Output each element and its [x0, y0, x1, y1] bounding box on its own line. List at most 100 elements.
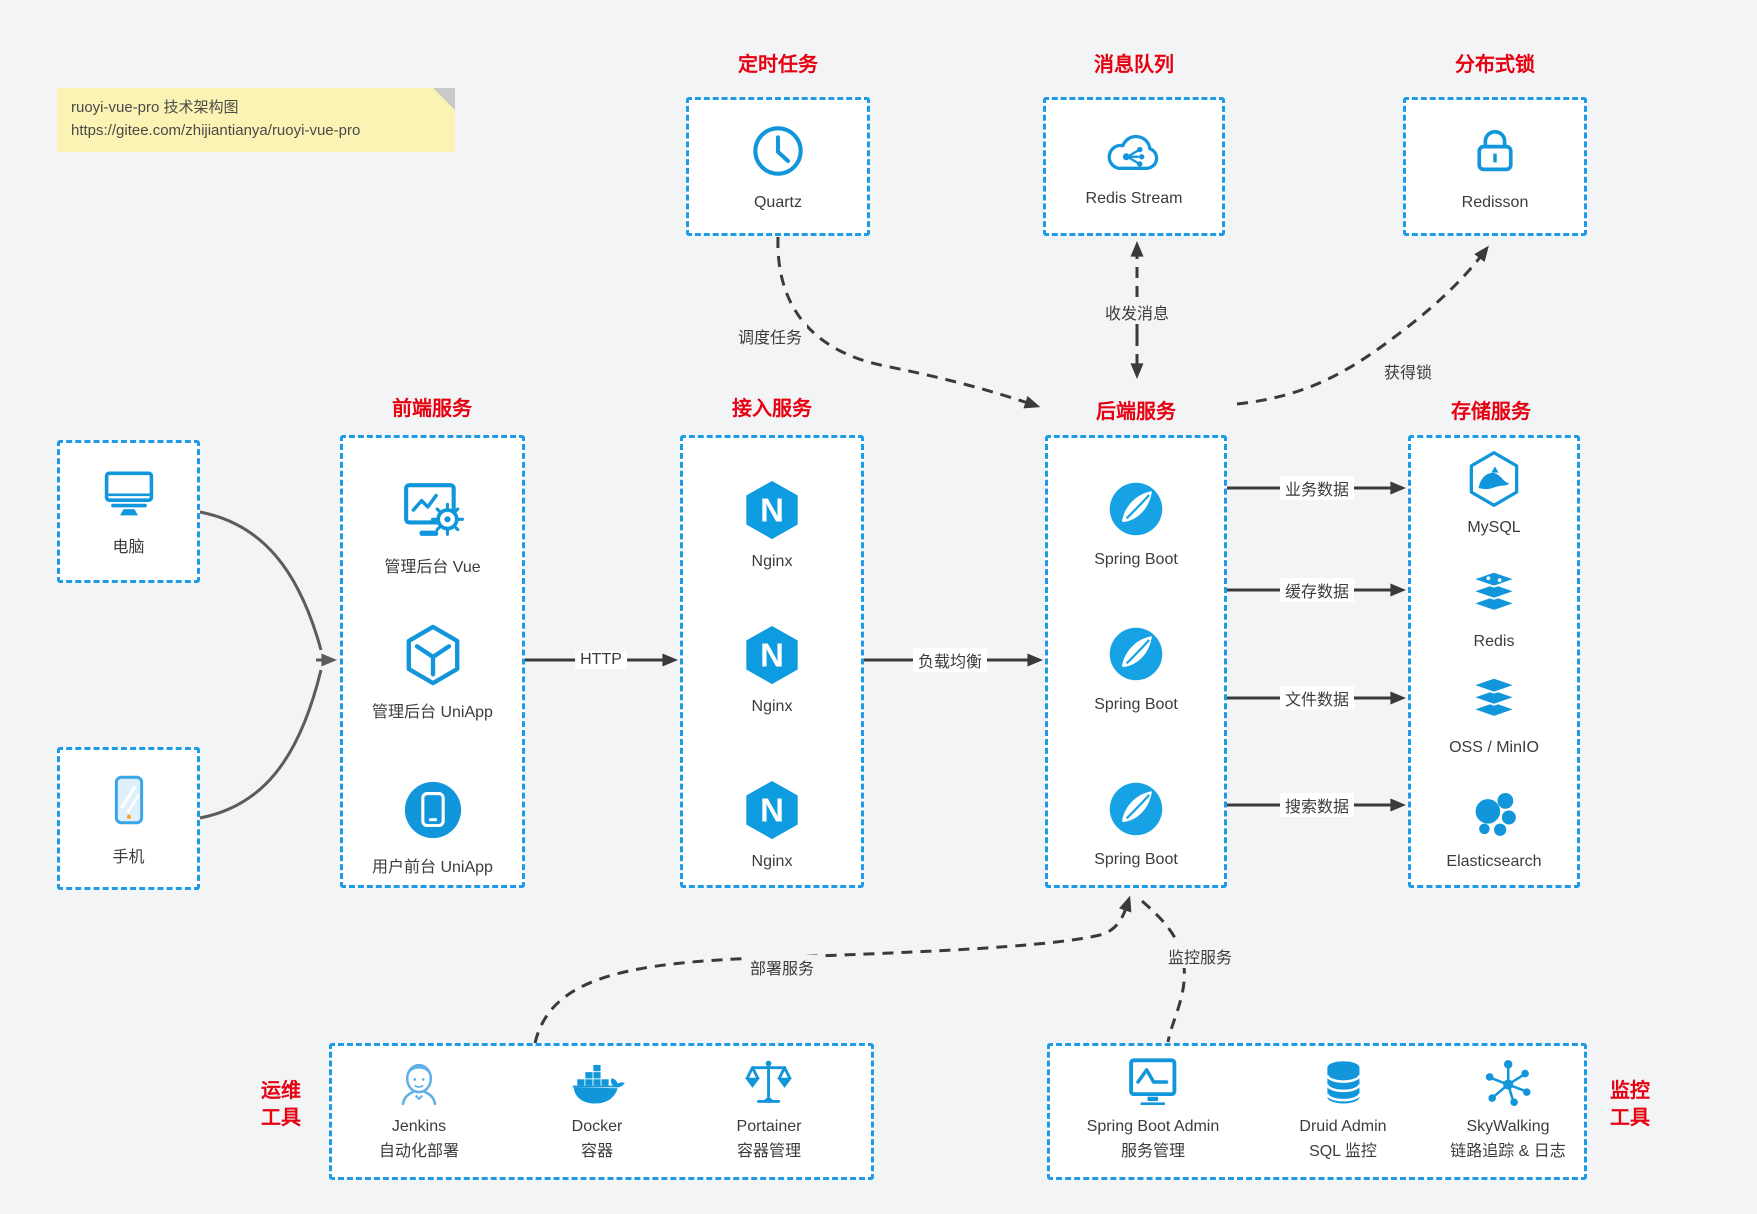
- backend-item-label: Spring Boot: [1094, 551, 1178, 568]
- access-item-nginx-1: N Nginx: [683, 478, 861, 571]
- sticky-note: ruoyi-vue-pro 技术架构图 https://gitee.com/zh…: [57, 88, 455, 152]
- ops-item-desc: 自动化部署: [378, 1143, 460, 1160]
- desktop-icon: [100, 467, 158, 524]
- storage-item-mysql: MySQL: [1411, 450, 1577, 537]
- monitor-item-sba: Spring Boot Admin 服务管理: [1086, 1056, 1220, 1163]
- edge-label-cache-data: 缓存数据: [1279, 578, 1355, 602]
- redis-stack-icon: [1464, 568, 1524, 627]
- arrow-monitor-service: [1141, 899, 1186, 1043]
- backend-item-springboot-2: Spring Boot: [1048, 623, 1224, 714]
- frontend-item-label: 用户前台 UniApp: [372, 859, 493, 876]
- access-box: N Nginx N Nginx N Nginx: [680, 435, 864, 888]
- monitor-title-line1: 监控: [1610, 1080, 1650, 1102]
- quartz-label: Quartz: [753, 193, 802, 211]
- pulse-screen-icon: [1125, 1056, 1181, 1113]
- edge-label-biz-data: 业务数据: [1279, 476, 1355, 500]
- storage-item-label: MySQL: [1467, 519, 1521, 536]
- edge-label-http: HTTP: [575, 651, 627, 669]
- admin-screen-gear-icon: [402, 478, 464, 547]
- ops-title-line1: 运维: [261, 1080, 301, 1102]
- backend-box: Spring Boot Spring Boot Spring Boot: [1045, 435, 1227, 888]
- cloud-share-icon: [1103, 126, 1165, 181]
- ops-item-jenkins: Jenkins 自动化部署: [379, 1056, 459, 1163]
- phone-label: 手机: [112, 848, 145, 866]
- monitor-item-desc: SQL 监控: [1309, 1143, 1377, 1160]
- frontend-item-admin-uniapp: 管理后台 UniApp: [343, 623, 522, 722]
- arrow-deploy-service: [533, 895, 1132, 1044]
- access-item-label: Nginx: [751, 698, 793, 715]
- storage-item-label: Redis: [1473, 633, 1515, 650]
- monitor-item-desc: 链路追踪 & 日志: [1450, 1143, 1566, 1160]
- group-title-backend: 后端服务: [1096, 401, 1176, 423]
- group-title-scheduler: 定时任务: [738, 54, 818, 76]
- padlock-icon: [1467, 122, 1523, 185]
- note-title: ruoyi-vue-pro 技术架构图: [71, 99, 239, 116]
- spring-leaf-icon: [1106, 478, 1166, 545]
- monitor-item-name: Spring Boot Admin: [1086, 1118, 1220, 1135]
- ops-item-desc: 容器: [580, 1143, 613, 1160]
- frontend-item-user-uniapp: 用户前台 UniApp: [343, 778, 522, 877]
- oss-stack-icon: [1464, 674, 1524, 733]
- group-title-access: 接入服务: [732, 398, 812, 420]
- edge-label-message: 收发消息: [1099, 300, 1175, 324]
- storage-item-label: Elasticsearch: [1446, 853, 1542, 870]
- ops-title-line2: 工具: [261, 1107, 301, 1129]
- note-fold-corner: [433, 88, 455, 110]
- note-url: https://gitee.com/zhijiantianya/ruoyi-vu…: [71, 122, 361, 140]
- database-cylinder-icon: [1316, 1056, 1370, 1113]
- redis-stream-label: Redis Stream: [1085, 189, 1183, 207]
- ops-item-portainer: Portainer 容器管理: [736, 1056, 802, 1163]
- frontend-box: 管理后台 Vue 管理后台 UniApp 用户前台 UniApp: [340, 435, 525, 888]
- group-title-storage: 存储服务: [1451, 401, 1531, 423]
- backend-item-springboot-1: Spring Boot: [1048, 478, 1224, 569]
- pc-box: 电脑: [57, 440, 200, 583]
- clock-icon: [749, 122, 807, 185]
- nginx-hexagon-icon: N: [741, 623, 803, 692]
- monitor-item-desc: 服务管理: [1120, 1143, 1185, 1160]
- ops-item-name: Portainer: [736, 1118, 802, 1135]
- docker-whale-icon: [568, 1056, 626, 1113]
- arrow-schedule-task: [776, 236, 1041, 409]
- edge-label-monitor-service: 监控服务: [1162, 944, 1238, 968]
- access-item-label: Nginx: [751, 853, 793, 870]
- access-item-label: Nginx: [751, 553, 793, 570]
- ops-item-name: Jenkins: [391, 1118, 447, 1135]
- ops-item-docker: Docker 容器: [568, 1056, 626, 1163]
- ops-item-name: Docker: [571, 1118, 623, 1135]
- frontend-item-label: 管理后台 UniApp: [372, 704, 493, 721]
- access-item-nginx-3: N Nginx: [683, 778, 861, 871]
- phone-circle-icon: [402, 778, 464, 847]
- arrow-pc-to-frontend: [199, 510, 323, 651]
- arrow-get-lock: [1236, 245, 1489, 406]
- ops-box: Jenkins 自动化部署 Docker 容器: [329, 1043, 874, 1180]
- frontend-item-admin-vue: 管理后台 Vue: [343, 478, 522, 577]
- frontend-item-label: 管理后台 Vue: [384, 559, 481, 576]
- edge-label-deploy-service: 部署服务: [744, 955, 820, 979]
- mysql-dolphin-icon: [1465, 450, 1523, 513]
- backend-item-label: Spring Boot: [1094, 851, 1178, 868]
- storage-box: MySQL Redis OSS / MinIO: [1408, 435, 1580, 888]
- arrow-phone-to-frontend: [199, 669, 323, 820]
- storage-item-elasticsearch: Elasticsearch: [1411, 786, 1577, 871]
- spring-leaf-icon: [1106, 623, 1166, 690]
- portainer-scales-icon: [742, 1056, 796, 1113]
- edge-label-search-data: 搜索数据: [1279, 793, 1355, 817]
- access-item-nginx-2: N Nginx: [683, 623, 861, 716]
- edge-label-schedule-task: 调度任务: [732, 324, 808, 348]
- edge-label-file-data: 文件数据: [1279, 686, 1355, 710]
- monitor-box: Spring Boot Admin 服务管理 Druid Admin SQL 监…: [1047, 1043, 1587, 1180]
- pc-label: 电脑: [112, 538, 145, 556]
- group-title-mq: 消息队列: [1094, 54, 1174, 76]
- group-title-ops: 运维 工具: [261, 1078, 301, 1132]
- storage-item-redis: Redis: [1411, 568, 1577, 651]
- storage-item-label: OSS / MinIO: [1449, 739, 1539, 756]
- elasticsearch-cluster-icon: [1466, 786, 1522, 847]
- backend-item-springboot-3: Spring Boot: [1048, 778, 1224, 869]
- nginx-hexagon-icon: N: [741, 778, 803, 847]
- scheduler-box: Quartz: [686, 97, 870, 236]
- monitor-title-line2: 工具: [1610, 1107, 1650, 1129]
- monitor-item-name: Druid Admin: [1299, 1118, 1387, 1135]
- phone-box: 手机: [57, 747, 200, 890]
- monitor-item-skywalking: SkyWalking 链路追踪 & 日志: [1450, 1056, 1566, 1163]
